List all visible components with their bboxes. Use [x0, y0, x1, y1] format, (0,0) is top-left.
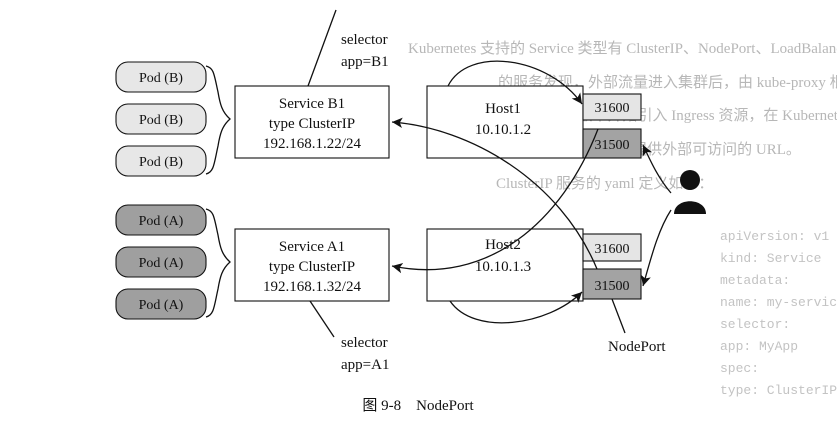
- service-b1-ip: 192.168.1.22/24: [263, 136, 361, 152]
- nodeport-label: NodePort: [608, 339, 666, 355]
- figure-caption: 图 9-8 NodePort: [362, 397, 474, 414]
- service-a1-type: type ClusterIP: [269, 259, 355, 275]
- host1-port-31600-label: 31600: [595, 101, 630, 116]
- host1-loop-arrow: [447, 60, 583, 105]
- host2-port-31500-label: 31500: [595, 279, 630, 294]
- selector-a1-pointer: [309, 300, 335, 338]
- service-b1-name: Service B1: [279, 96, 345, 112]
- service-a1-ip: 192.168.1.32/24: [263, 279, 361, 295]
- pod-b-2-label: Pod (B): [139, 113, 183, 128]
- selector-b1-pointer: [307, 9, 337, 87]
- pod-a-group: Pod (A) Pod (A) Pod (A): [115, 204, 231, 320]
- host1-ip: 10.10.1.2: [475, 122, 531, 138]
- pod-b-3-label: Pod (B): [139, 155, 183, 170]
- pod-a-2: [115, 246, 207, 278]
- host2-port-31500: [582, 268, 642, 300]
- pod-a-1: [115, 204, 207, 236]
- host1-box: [426, 85, 584, 159]
- selector-b1-label: selector: [341, 32, 388, 48]
- host2-port-31600: [582, 233, 642, 262]
- bg-code-7: spec:: [720, 361, 759, 376]
- selector-b1: selector app=B1: [307, 9, 389, 87]
- nodeport-pointer: [611, 298, 626, 334]
- host1-port-31600: [582, 93, 642, 121]
- bg-code-5: selector:: [720, 317, 790, 332]
- host2-name: Host2: [485, 237, 521, 253]
- user-to-host2-arrow: [640, 209, 672, 287]
- pod-a-1-label: Pod (A): [139, 214, 184, 229]
- pod-a-3-label: Pod (A): [139, 298, 184, 313]
- pod-b-1-label: Pod (B): [139, 71, 183, 86]
- bg-code-8: type: ClusterIP: [720, 383, 837, 398]
- selector-a1-label: selector: [341, 335, 388, 351]
- host1-to-service-a1-arrow: [391, 128, 599, 274]
- bg-code-6: app: MyApp: [720, 339, 798, 354]
- service-b1-box: [234, 85, 390, 159]
- selector-a1: selector app=A1: [309, 300, 389, 373]
- selector-a1-value: app=A1: [341, 357, 389, 373]
- service-a1-name: Service A1: [279, 239, 345, 255]
- pod-a-bracket: [205, 208, 231, 318]
- bg-line-1: Kubernetes 支持的 Service 类型有 ClusterIP、Nod…: [408, 40, 837, 57]
- host2-port-31600-label: 31600: [595, 242, 630, 257]
- selector-b1-value: app=B1: [341, 54, 389, 70]
- person-icon: [680, 170, 700, 190]
- host2: Host2 10.10.1.3 31600 31500: [426, 228, 642, 302]
- bg-code-4: name: my-service: [720, 295, 837, 310]
- pod-b-bracket: [205, 65, 231, 175]
- host1-port-31500-label: 31500: [595, 138, 630, 153]
- pod-a-3: [115, 288, 207, 320]
- pod-a-2-label: Pod (A): [139, 256, 184, 271]
- pod-b-group: Pod (B) Pod (B) Pod (B): [115, 61, 231, 177]
- service-a1: Service A1 type ClusterIP 192.168.1.32/2…: [234, 228, 390, 302]
- person-body-icon: [674, 201, 706, 214]
- user-to-host1-arrow: [642, 144, 672, 194]
- pod-b-1: [115, 61, 207, 93]
- service-a1-box: [234, 228, 390, 302]
- host2-loop-arrow: [449, 291, 583, 324]
- host2-box: [426, 228, 584, 302]
- host1-name: Host1: [485, 101, 521, 117]
- pod-b-3: [115, 145, 207, 177]
- service-b1: Service B1 type ClusterIP 192.168.1.22/2…: [234, 85, 390, 159]
- service-b1-type: type ClusterIP: [269, 116, 355, 132]
- host1: Host1 10.10.1.2 31600 31500: [426, 85, 642, 159]
- bg-code-2: kind: Service: [720, 251, 821, 266]
- bg-code-3: metadata:: [720, 273, 790, 288]
- host2-ip: 10.10.1.3: [475, 259, 531, 275]
- bg-line-5: ClusterIP 服务的 yaml 定义如下：: [496, 175, 713, 192]
- pod-b-2: [115, 103, 207, 135]
- bg-code-1: apiVersion: v1: [720, 229, 829, 244]
- client-user: [674, 170, 706, 214]
- host2-to-service-b1-arrow: [391, 117, 598, 270]
